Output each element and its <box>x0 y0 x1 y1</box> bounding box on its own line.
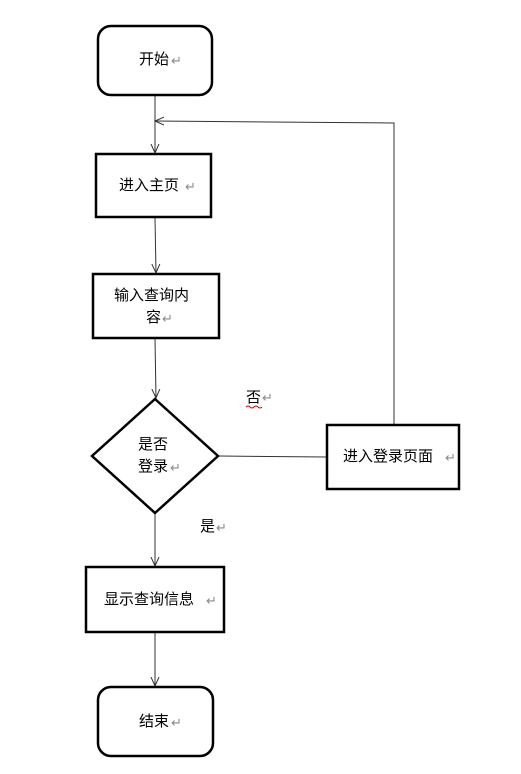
paragraph-mark: ↵ <box>171 716 182 731</box>
edge-home-to-input <box>155 217 156 273</box>
edge-input-to-decision <box>155 337 156 398</box>
paragraph-mark: ↵ <box>171 54 182 69</box>
input-label-line2: 容 <box>146 308 161 326</box>
decision-node <box>90 397 220 515</box>
start-label: 开始 <box>139 50 169 68</box>
home-node <box>94 152 213 219</box>
home-label: 进入主页 <box>119 176 179 194</box>
paragraph-mark: ↵ <box>206 594 217 609</box>
edge-decision-to-login <box>217 455 327 458</box>
decision-label-line2: 登录 <box>138 457 168 475</box>
spellcheck-underline <box>245 405 263 409</box>
show-node <box>84 565 226 634</box>
start-node <box>96 24 214 97</box>
paragraph-mark: ↵ <box>162 312 173 327</box>
edge-label-yes: 是 <box>200 517 215 535</box>
end-node <box>96 685 215 758</box>
paragraph-mark: ↵ <box>185 180 196 195</box>
paragraph-mark: ↵ <box>216 521 227 536</box>
decision-label-line1: 是否 <box>138 435 168 453</box>
edge-label-no: 否 <box>246 388 261 406</box>
edge-login-loop-to-home <box>155 121 395 424</box>
login-label: 进入登录页面 <box>343 447 433 465</box>
paragraph-mark: ↵ <box>262 391 273 406</box>
paragraph-mark: ↵ <box>445 451 456 466</box>
input-label-line1: 输入查询内 <box>114 286 189 304</box>
show-label: 显示查询信息 <box>104 590 194 608</box>
input-node <box>91 272 221 340</box>
end-label: 结束 <box>139 712 169 730</box>
login-node <box>325 423 461 491</box>
paragraph-mark: ↵ <box>170 461 181 476</box>
